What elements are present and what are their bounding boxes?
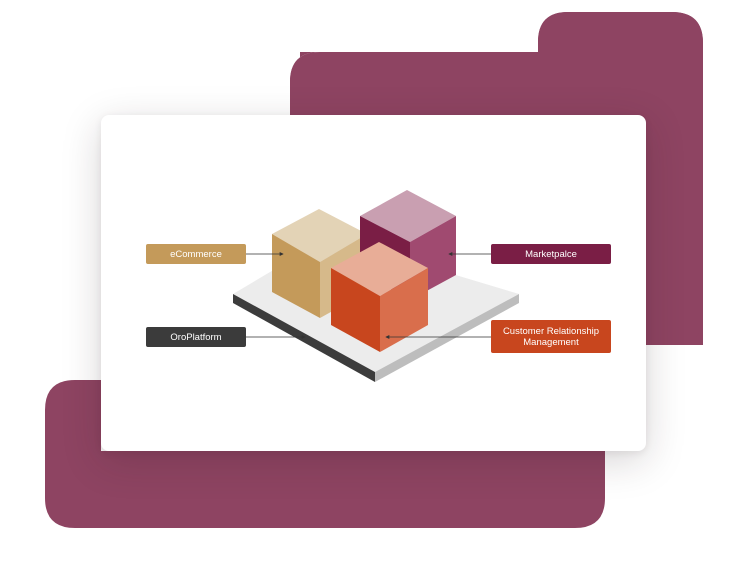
ecommerce-label: eCommerce <box>146 244 246 264</box>
oroplatform-label: OroPlatform <box>146 327 246 347</box>
marketplace-cube-top <box>360 190 456 242</box>
crm-cube-left <box>331 268 380 352</box>
marketplace-label: Marketpalce <box>491 244 611 264</box>
background-shape-lower <box>45 380 605 528</box>
ecommerce-cube-top <box>272 209 367 262</box>
platform-right-side <box>375 294 519 382</box>
ecommerce-cube-left <box>272 234 320 318</box>
background-shape-right <box>290 12 703 345</box>
crm-cube-top <box>331 242 428 296</box>
crm-cube-right <box>380 268 428 352</box>
crm-cube <box>331 242 428 352</box>
crm-label: Customer Relationship Management <box>491 320 611 353</box>
